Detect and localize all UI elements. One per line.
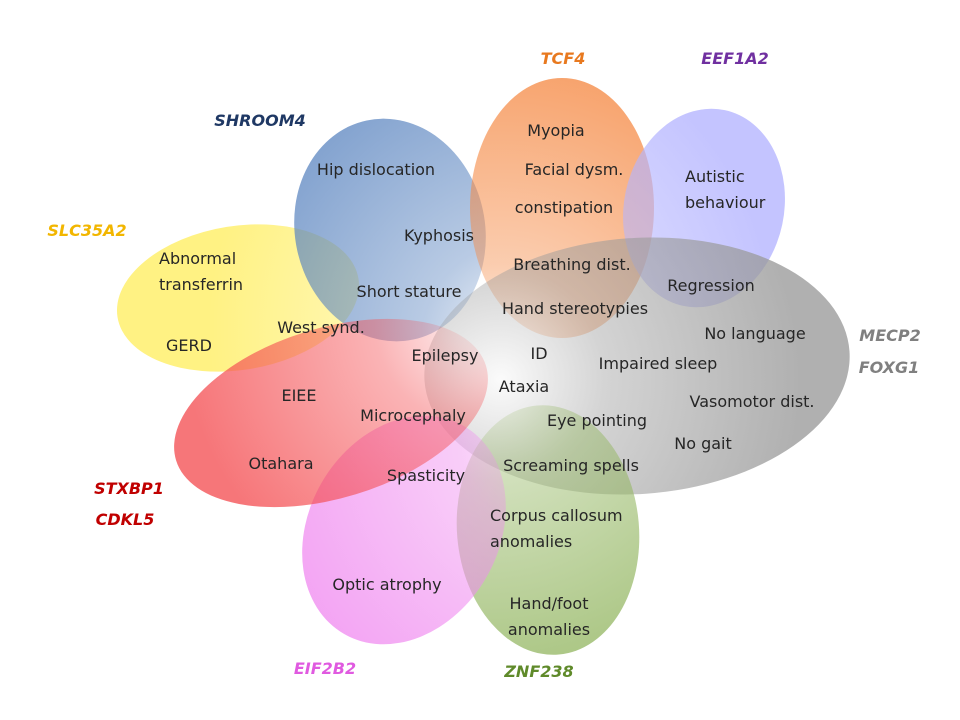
gene-label-foxg1: FOXG1 [859,358,920,377]
gene-label-eif2b2: EIF2B2 [294,659,356,678]
term-corpus-callosum-anomalies: anomalies [490,532,572,551]
gene-label-slc35a2: SLC35A2 [47,221,126,240]
petal-shroom4 [294,118,486,342]
term-transferrin: transferrin [159,275,243,294]
term-breathing-dist: Breathing dist. [513,255,630,274]
term-hand-foot: Hand/foot [509,594,588,613]
term-no-language: No language [704,324,805,343]
term-eye-pointing: Eye pointing [547,411,647,430]
term-microcephaly: Microcephaly [360,406,466,425]
gene-label-tcf4: TCF4 [541,49,586,68]
term-abnormal: Abnormal [159,249,236,268]
term-impaired-sleep: Impaired sleep [599,354,718,373]
gene-label-cdkl5: CDKL5 [96,510,155,529]
term-short-stature: Short stature [357,282,462,301]
term-hip-dislocation: Hip dislocation [317,160,435,179]
term-facial-dysm: Facial dysm. [525,160,624,179]
gene-label-shroom4: SHROOM4 [214,111,306,130]
petal-stxbp1-cdkl5 [174,318,488,508]
term-hand-stereotypies: Hand stereotypies [502,299,648,318]
term-id: ID [530,344,547,363]
gene-label-mecp2: MECP2 [859,326,920,345]
term-kyphosis: Kyphosis [404,226,474,245]
term-regression: Regression [667,276,755,295]
gene-label-eef1a2: EEF1A2 [701,49,768,68]
term-vasomotor-dist: Vasomotor dist. [689,392,814,411]
term-corpus-callosum: Corpus callosum [490,506,623,525]
term-otahara: Otahara [249,454,314,473]
term-hand-foot-anomalies: anomalies [508,620,590,639]
term-behaviour: behaviour [685,193,766,212]
term-screaming-spells: Screaming spells [503,456,639,475]
term-ataxia: Ataxia [499,377,549,396]
term-west-synd: West synd. [277,318,365,337]
term-autistic: Autistic [685,167,745,186]
term-constipation: constipation [515,198,613,217]
gene-label-stxbp1: STXBP1 [94,479,164,498]
term-myopia: Myopia [527,121,584,140]
gene-label-znf238: ZNF238 [503,662,573,681]
term-optic-atrophy: Optic atrophy [332,575,441,594]
term-epilepsy: Epilepsy [412,346,479,365]
petal-znf238 [456,405,640,655]
term-spasticity: Spasticity [387,466,465,485]
term-gerd: GERD [166,336,212,355]
term-eiee: EIEE [281,386,316,405]
term-no-gait: No gait [674,434,732,453]
